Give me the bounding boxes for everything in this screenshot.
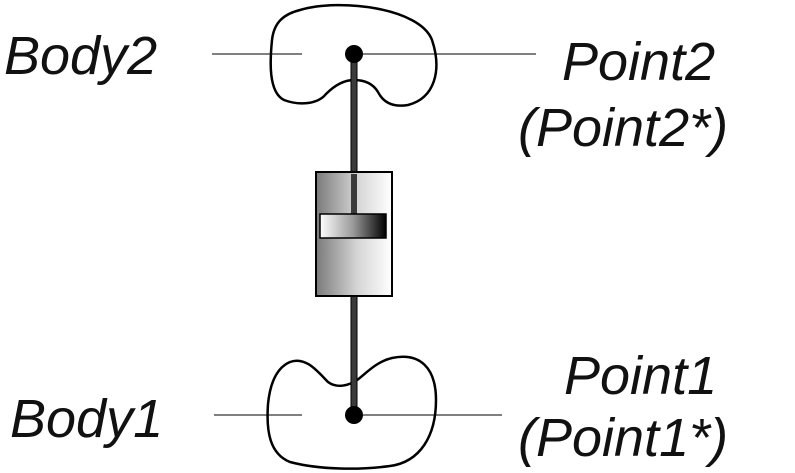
body1-label: Body1: [10, 389, 163, 449]
point2-marker: [345, 45, 363, 63]
upper-rod: [350, 53, 358, 177]
point2-label: Point2: [562, 32, 715, 92]
damper-piston: [319, 213, 387, 239]
point1-marker: [345, 406, 363, 424]
body2-label: Body2: [4, 26, 157, 86]
point1-label: Point1: [564, 346, 717, 406]
inner-rod: [351, 174, 357, 216]
point2-alt-label: (Point2*): [518, 98, 728, 158]
point1-alt-label: (Point1*): [518, 408, 728, 468]
lower-rod: [350, 295, 358, 417]
